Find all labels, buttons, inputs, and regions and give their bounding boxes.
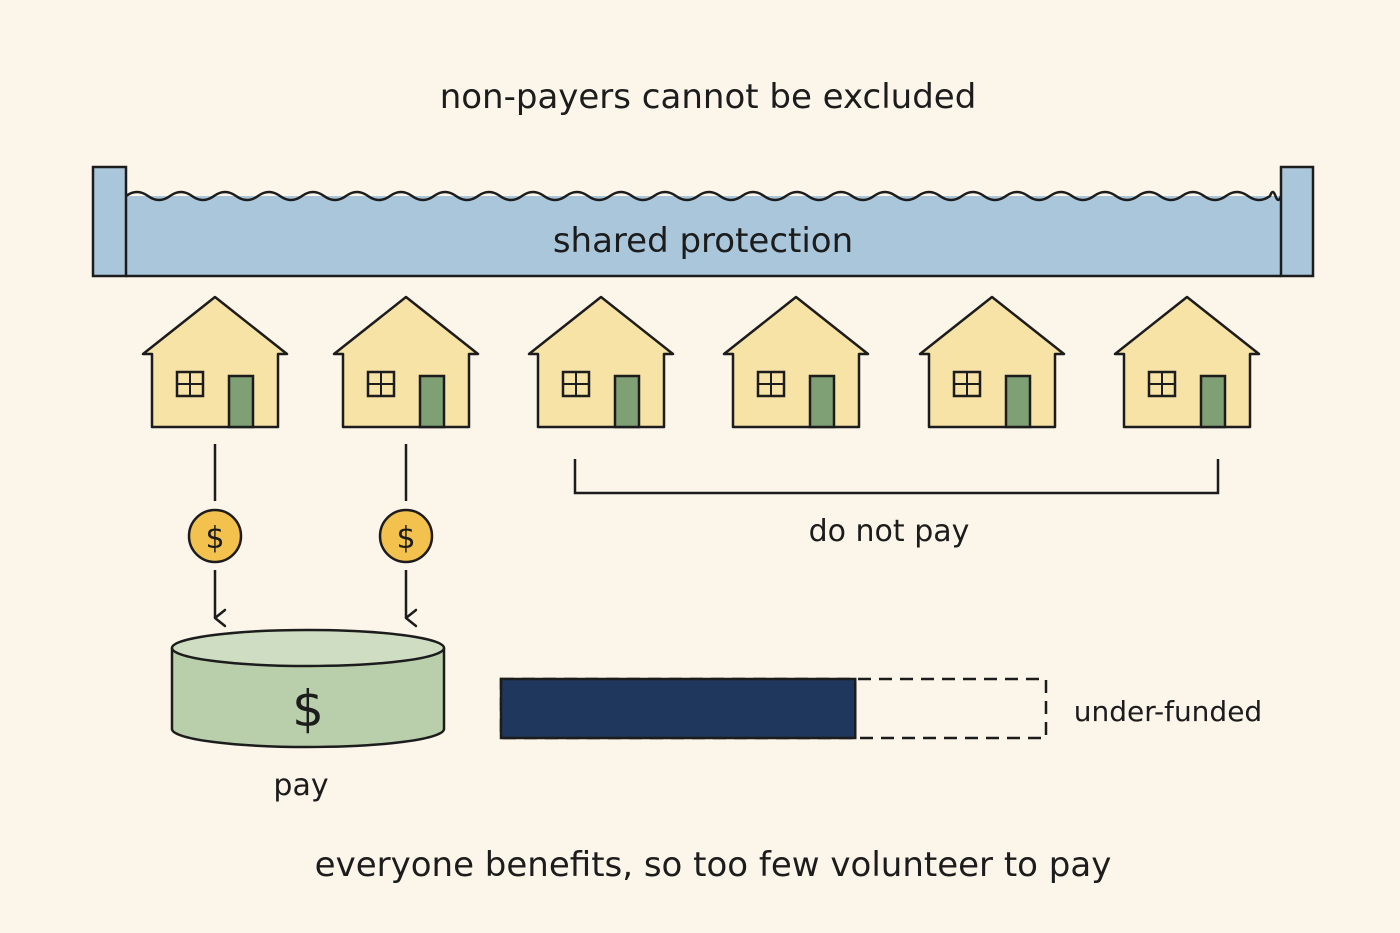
door	[808, 374, 836, 429]
payment-flow: $	[378, 444, 434, 628]
caption: everyone benefits, so too few volunteer …	[315, 845, 1112, 885]
house-non-paying	[918, 295, 1066, 429]
door	[418, 374, 446, 429]
funding-fill	[499, 677, 857, 740]
coin-icon: $	[187, 508, 243, 564]
house-paying	[141, 295, 289, 429]
window-icon	[756, 370, 786, 398]
water-wave-line	[125, 190, 1283, 202]
title: non-payers cannot be excluded	[440, 77, 977, 117]
fund-body	[170, 648, 446, 749]
door	[1004, 374, 1032, 429]
fund-dollar-icon: $	[292, 680, 324, 738]
shared-protection-barrier: shared protection	[91, 165, 1315, 278]
door	[1199, 374, 1227, 429]
house-non-paying	[527, 295, 675, 429]
window-icon	[366, 370, 396, 398]
water-body	[110, 196, 1295, 276]
window-icon	[952, 370, 982, 398]
house-non-paying	[722, 295, 870, 429]
door	[227, 374, 255, 429]
window-icon	[175, 370, 205, 398]
wall-right	[1279, 165, 1315, 278]
house-body	[918, 295, 1066, 429]
house-body	[1113, 295, 1261, 429]
house-body	[141, 295, 289, 429]
window-icon	[561, 370, 591, 398]
non-payers-bracket: do not pay	[573, 459, 1220, 549]
payments: $$	[187, 444, 434, 628]
coin-icon: $	[378, 508, 434, 564]
house-paying	[332, 295, 480, 429]
payment-flow: $	[187, 444, 243, 628]
funding-bar: under-funded	[499, 677, 1262, 740]
payers-label: pay	[273, 768, 328, 803]
house-body	[332, 295, 480, 429]
protection-label: shared protection	[553, 221, 853, 261]
coin-dollar-label: $	[396, 521, 415, 556]
wall-left	[91, 165, 128, 278]
house-body	[722, 295, 870, 429]
door	[613, 374, 641, 429]
window-icon	[1147, 370, 1177, 398]
fund-top	[170, 628, 446, 668]
funding-label: under-funded	[1074, 695, 1262, 728]
non-payers-label: do not pay	[809, 514, 970, 549]
coin-dollar-label: $	[205, 521, 224, 556]
house-non-paying	[1113, 295, 1261, 429]
shared-fund: $ pay	[170, 628, 446, 803]
houses-row	[141, 295, 1261, 429]
house-body	[527, 295, 675, 429]
